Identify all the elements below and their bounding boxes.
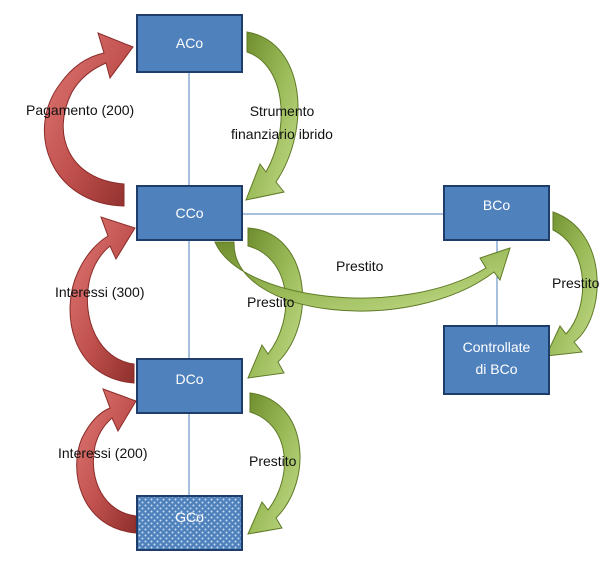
label-prestito-bco-controllate: Prestito	[552, 275, 600, 291]
green-arrow-prestito-cco-bco	[214, 241, 511, 312]
red-arrow-interessi-300	[69, 216, 136, 384]
green-arrow-prestito-dco-gco	[247, 392, 301, 535]
node-gco-label: GCo	[175, 509, 204, 525]
node-bco: BCo	[443, 185, 550, 241]
label-pagamento: Pagamento (200)	[26, 102, 134, 118]
label-prestito-cco-dco: Prestito	[247, 294, 295, 310]
node-aco: ACo	[136, 14, 243, 73]
label-prestito-dco-gco: Prestito	[249, 453, 297, 469]
red-arrow-interessi-200	[76, 388, 137, 534]
label-strumento-line2: finanziario ibrido	[231, 126, 333, 142]
green-arrow-strumento	[245, 31, 299, 201]
node-aco-label: ACo	[176, 35, 203, 51]
green-arrow-prestito-bco-controllate	[545, 211, 598, 357]
node-controllate-bco: Controllate di BCo	[443, 325, 550, 395]
node-cco-label: CCo	[175, 205, 203, 221]
node-controllate-line2: di BCo	[475, 361, 517, 377]
label-interessi-300: Interessi (300)	[55, 284, 144, 300]
red-arrow-pagamento	[44, 32, 134, 207]
label-strumento-line1: Strumento	[250, 103, 315, 119]
node-dco-label: DCo	[175, 371, 203, 387]
node-dco: DCo	[136, 358, 243, 414]
node-gco: GCo	[136, 495, 243, 551]
label-interessi-200: Interessi (200)	[58, 445, 147, 461]
node-bco-label: BCo	[483, 197, 510, 213]
green-arrow-prestito-cco-dco	[247, 227, 304, 379]
node-controllate-line1: Controllate	[463, 339, 531, 355]
node-cco: CCo	[136, 185, 243, 241]
label-prestito-cco-bco: Prestito	[336, 258, 384, 274]
